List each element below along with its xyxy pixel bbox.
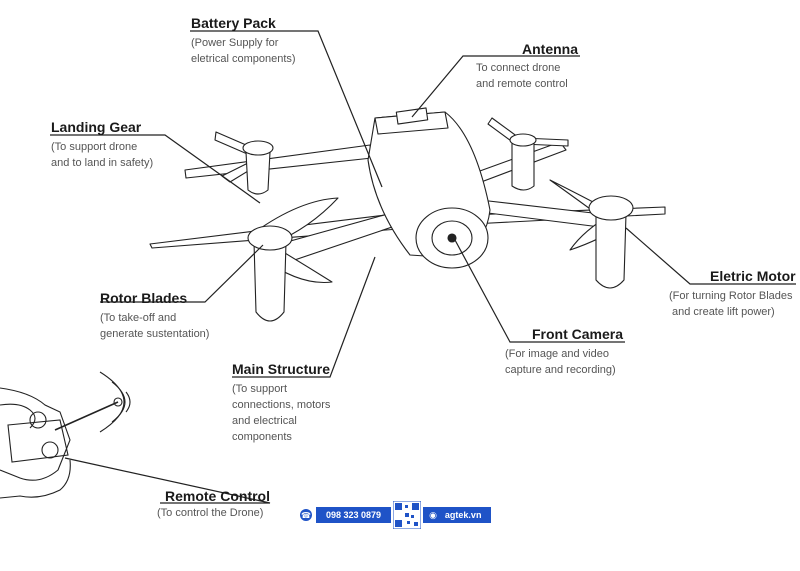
label-remote-control: Remote Control (To control the Drone) [157, 488, 270, 519]
motor-pod [245, 151, 271, 195]
label-rotor-blades: Rotor Blades (To take-off and generate s… [100, 290, 210, 340]
motor-pod [253, 241, 287, 322]
leader-lines [50, 30, 796, 504]
motor-pod [511, 141, 535, 191]
label-antenna-desc: To connect drone and remote control [476, 62, 568, 90]
phone-icon: ☎ [300, 509, 312, 521]
remote-control-illustration [0, 371, 131, 499]
label-main-structure: Main Structure (To support connections, … [232, 361, 331, 443]
label-electric-motor: Eletric Motor (For turning Rotor Blades … [669, 268, 796, 318]
label-front-camera: Front Camera (For image and video captur… [505, 326, 624, 376]
camera-lens [447, 233, 457, 243]
motor-cap [509, 133, 537, 147]
qr-code-icon [393, 501, 422, 529]
label-landing-gear: Landing Gear (To support drone and to la… [51, 119, 154, 169]
motor-pod [595, 213, 627, 289]
website-url: agtek.vn [444, 510, 482, 520]
motor-cap [242, 140, 274, 156]
label-battery-pack: Battery Pack (Power Supply for eletrical… [191, 15, 296, 65]
motor-cap [247, 225, 293, 251]
antenna-module [395, 107, 429, 125]
rear-left-arm [184, 144, 373, 179]
phone-number: 098 323 0879 [316, 507, 392, 523]
website-pill: ◉ agtek.vn [423, 507, 492, 523]
label-antenna: Antenna [522, 41, 578, 57]
globe-icon: ◉ [429, 509, 437, 520]
contact-banner: ☎ 098 323 0879 ◉ agtek.vn [300, 501, 492, 529]
motor-cap [588, 195, 634, 221]
